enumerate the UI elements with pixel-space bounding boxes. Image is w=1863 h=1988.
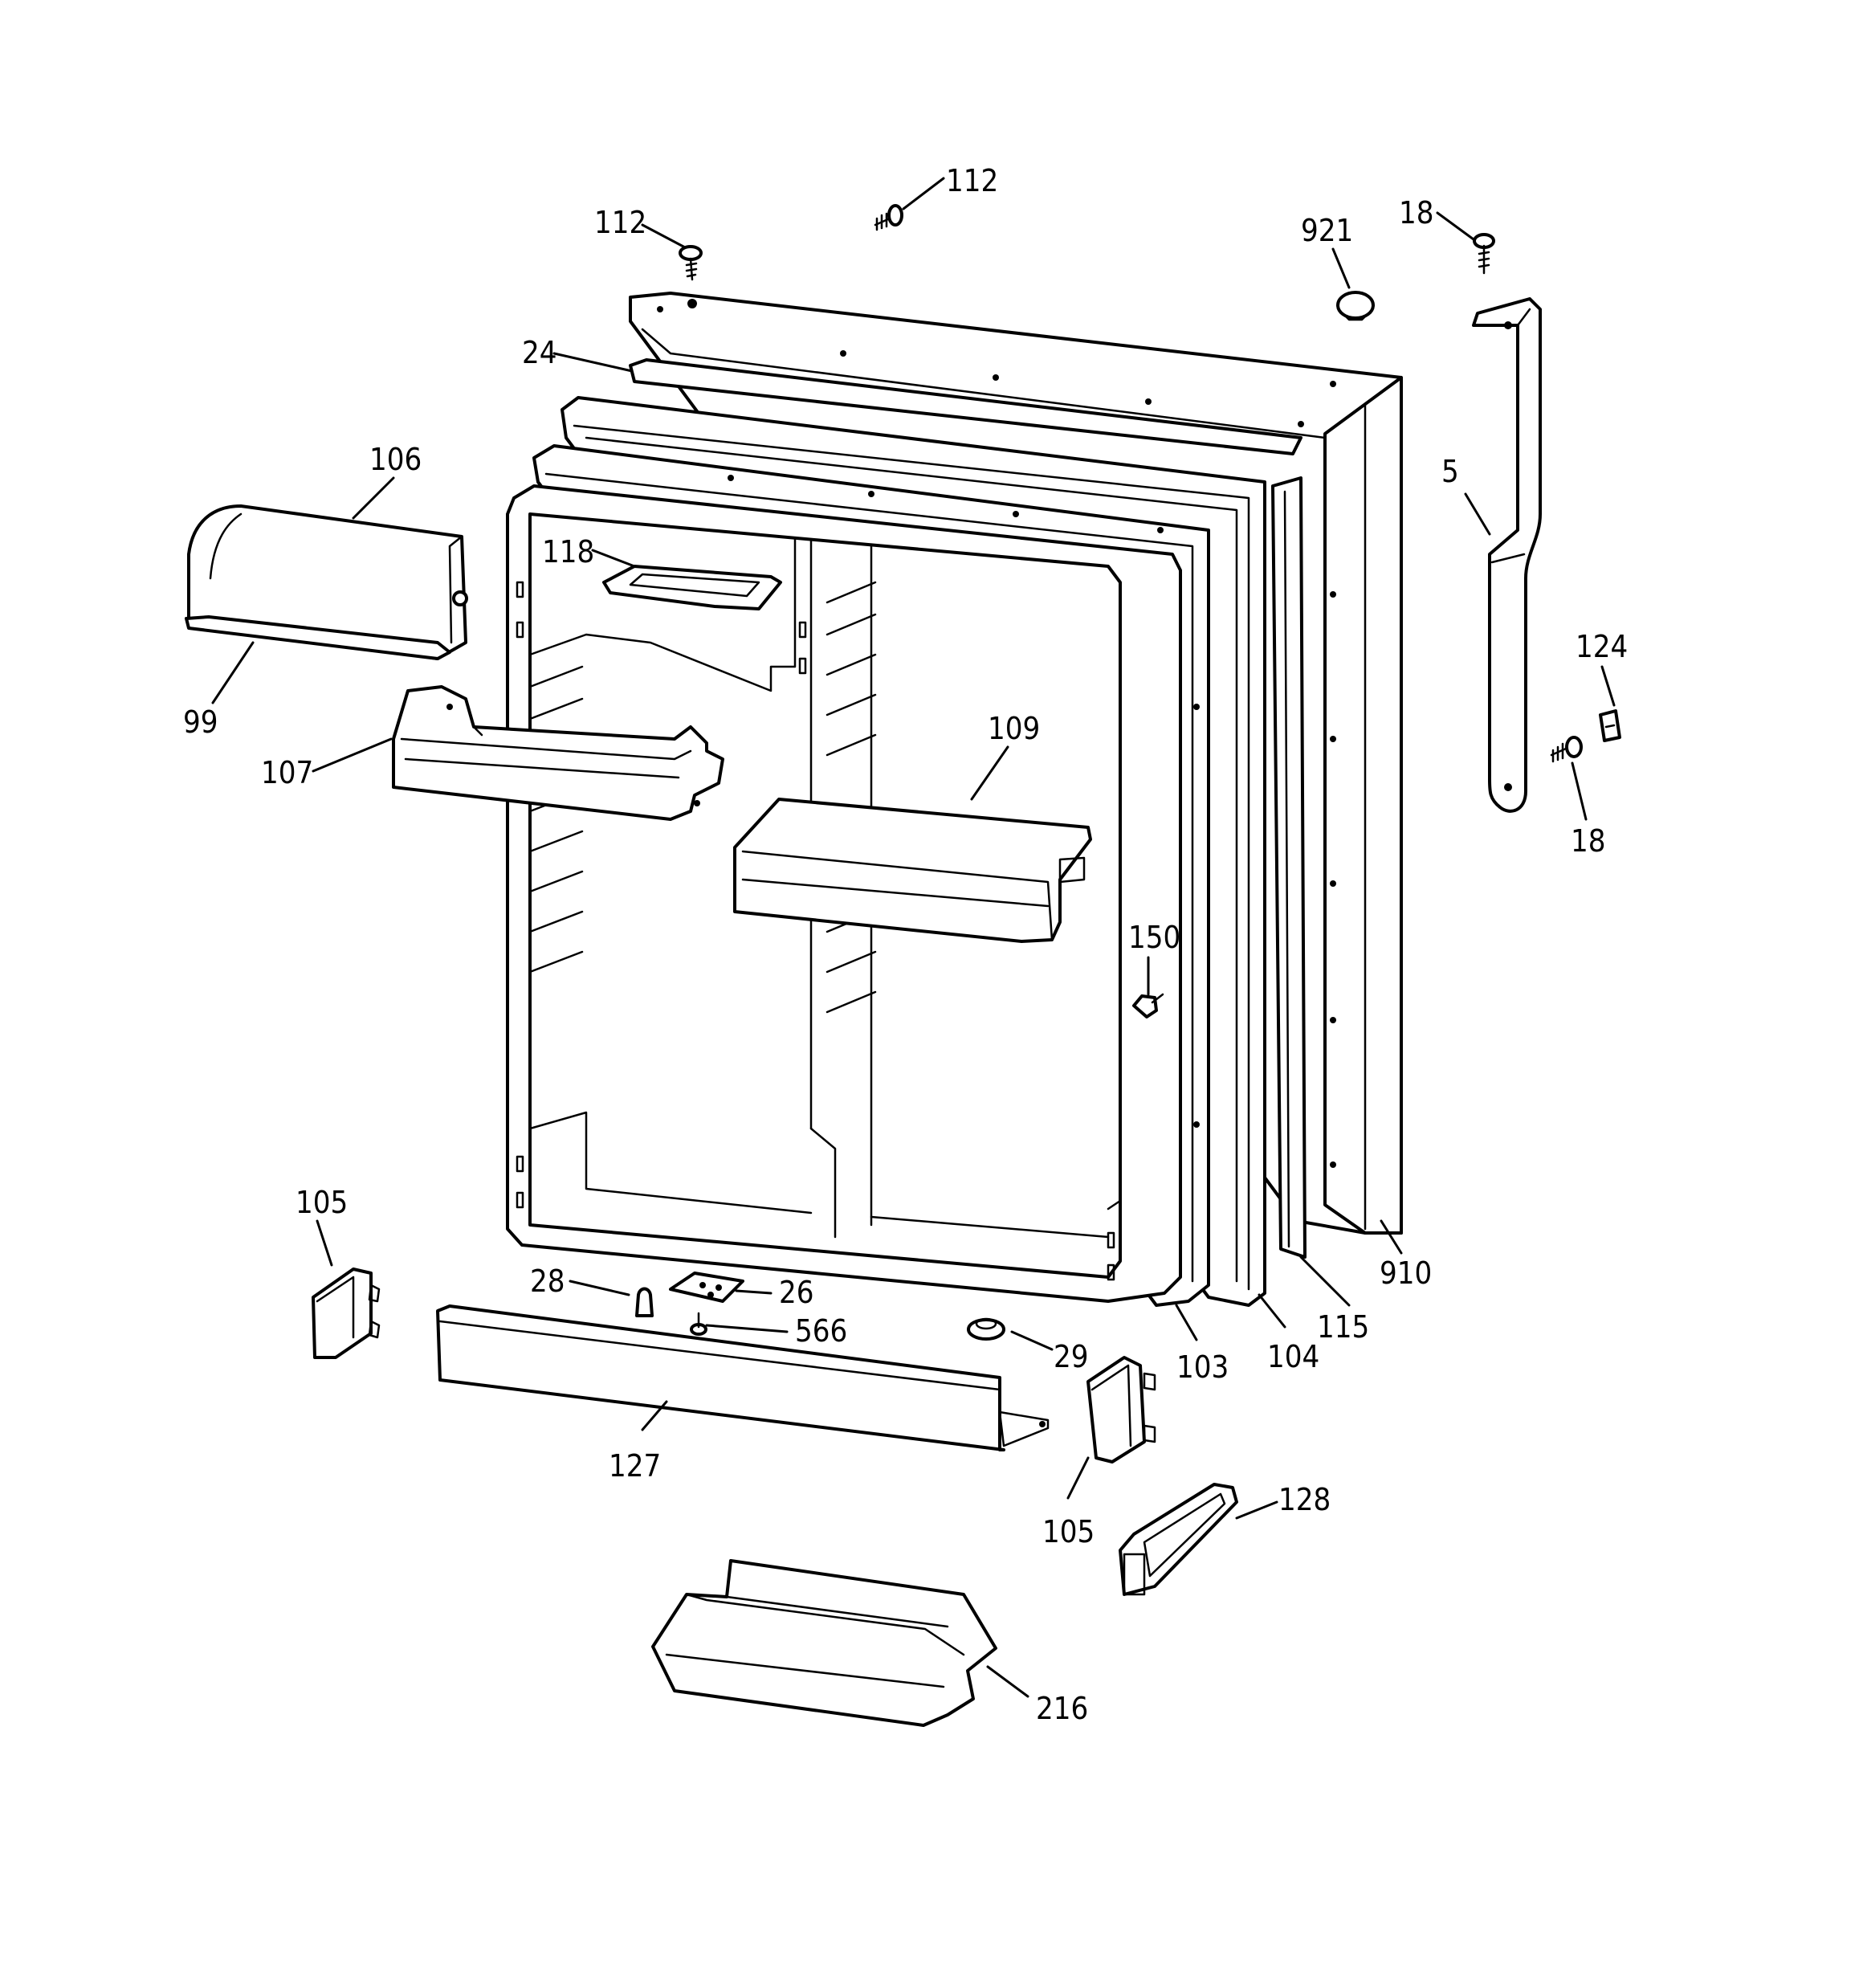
callout-216: 216	[1036, 1691, 1088, 1726]
callout-105-right: 105	[1042, 1514, 1095, 1549]
callout-28: 28	[530, 1263, 565, 1299]
callout-150: 150	[1128, 920, 1180, 955]
callout-24: 24	[522, 335, 557, 370]
callout-112-right: 112	[946, 163, 998, 198]
callout-118: 118	[542, 534, 594, 569]
grommet-29	[967, 1317, 1005, 1341]
screw-150	[1132, 993, 1164, 1018]
screw-18-top	[1473, 233, 1495, 275]
callout-labels: 112 112 921 18 24 106 5 118 124 99 109 1…	[183, 163, 1628, 1726]
dairy-base-99	[185, 615, 451, 660]
callout-109: 109	[988, 711, 1040, 746]
callout-26: 26	[779, 1275, 814, 1310]
leader-lines	[211, 177, 1616, 1698]
pin-28	[635, 1287, 654, 1317]
callout-127: 127	[609, 1448, 661, 1484]
callout-115: 115	[1317, 1309, 1369, 1345]
callout-910: 910	[1380, 1255, 1432, 1291]
callout-128: 128	[1278, 1482, 1331, 1517]
bracket-128	[1119, 1483, 1238, 1596]
screw-112-left	[679, 245, 703, 281]
side-strip-115	[1271, 476, 1307, 1259]
callout-107: 107	[261, 755, 313, 790]
handle-5	[1472, 297, 1542, 813]
callout-105-left: 105	[296, 1185, 348, 1220]
callout-18-right: 18	[1571, 823, 1606, 859]
callout-5: 5	[1441, 454, 1459, 489]
butter-tray-118	[602, 565, 782, 610]
clip-124	[1599, 709, 1621, 742]
hinge-plate-26	[669, 1272, 744, 1303]
callout-18-top: 18	[1399, 195, 1434, 231]
callout-106: 106	[369, 442, 422, 477]
top-trim-24	[629, 358, 1302, 455]
bottom-bin-216	[651, 1559, 997, 1727]
screw-566	[690, 1312, 707, 1336]
bracket-105-right	[1086, 1356, 1156, 1463]
plug-921	[1336, 291, 1375, 321]
callout-29: 29	[1054, 1339, 1089, 1374]
door-shelf-107	[392, 685, 724, 821]
bottom-trim-127	[436, 1304, 1050, 1451]
callout-112-left: 112	[594, 205, 646, 240]
screw-112-right	[874, 204, 903, 231]
dairy-cover-106	[187, 504, 468, 660]
callout-103: 103	[1176, 1349, 1229, 1385]
callout-124: 124	[1576, 629, 1628, 664]
screw-18-right	[1550, 736, 1583, 763]
callout-104: 104	[1267, 1339, 1319, 1374]
callout-921: 921	[1301, 213, 1353, 248]
callout-566: 566	[795, 1313, 847, 1349]
bracket-105-left	[312, 1268, 381, 1359]
door-bin-109	[733, 798, 1092, 943]
callout-99: 99	[183, 704, 218, 740]
